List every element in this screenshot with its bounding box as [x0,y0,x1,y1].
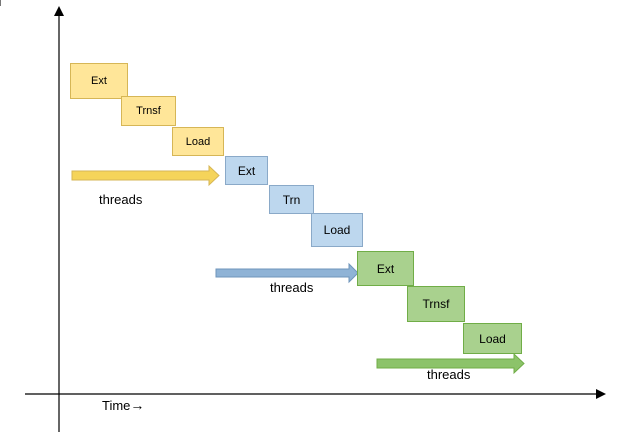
threads-arrow-blue [215,262,359,284]
stage-ext-blue: Ext [225,156,268,185]
threads-label-green: threads [427,367,471,382]
corner-mark [0,0,1,6]
stage-load-blue: Load [311,213,363,247]
stage-ext-green: Ext [357,251,414,286]
threads-arrow-green [376,352,525,375]
stage-trnsf-green: Trnsf [407,286,465,322]
threads-label-blue: threads [270,280,314,295]
threads-arrow-yellow [71,164,220,187]
time-label-text: Time [102,398,131,413]
stage-load-green: Load [463,323,522,354]
stage-load-yellow: Load [172,127,224,156]
time-axis-label: Time→ [102,397,144,413]
arrow-right-icon: → [130,397,145,413]
stage-ext-yellow: Ext [70,63,128,99]
stage-trn-blue: Trn [269,185,314,214]
threads-label-yellow: threads [99,192,143,207]
stage-trnsf-yellow: Trnsf [121,96,176,126]
